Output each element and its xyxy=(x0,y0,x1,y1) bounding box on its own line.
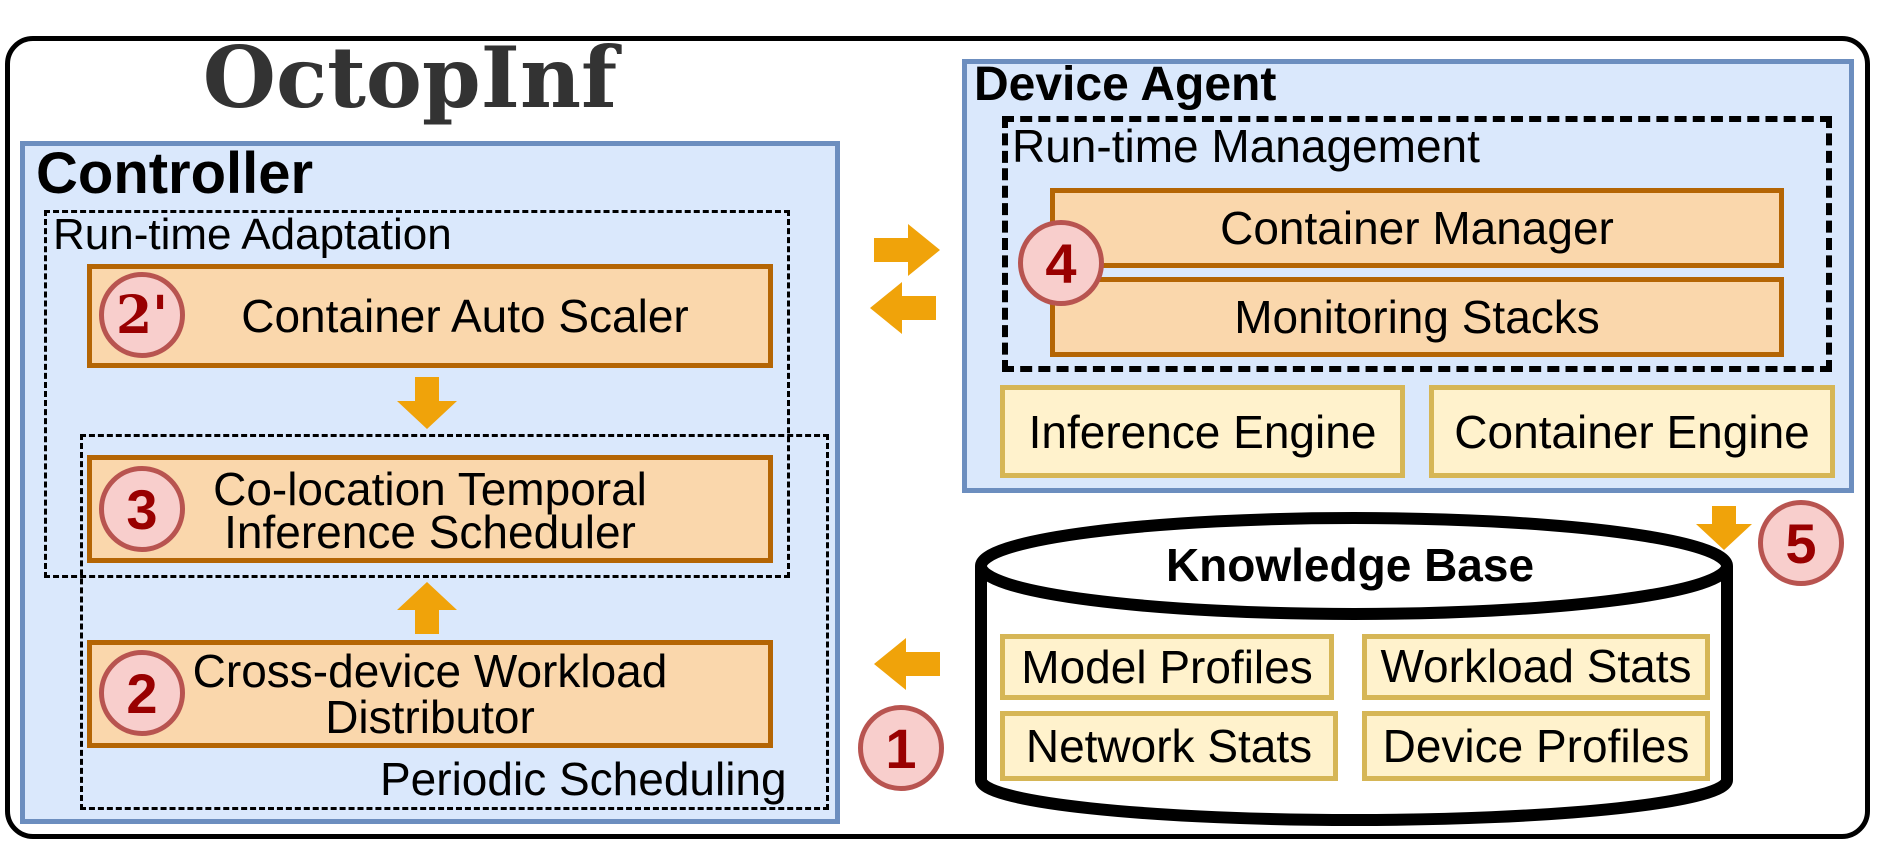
runtime-management-group xyxy=(1002,116,1832,372)
container-auto-scaler-label: Container Auto Scaler xyxy=(241,290,689,342)
step-5-badge: 5 xyxy=(1758,500,1844,586)
inference-engine-box: Inference Engine xyxy=(1000,385,1405,478)
inference-scheduler-line2: Inference Scheduler xyxy=(224,506,636,558)
step-4-badge: 4 xyxy=(1018,220,1104,306)
container-manager-label: Container Manager xyxy=(1220,202,1614,254)
step-2-prime-label: 2' xyxy=(115,284,169,346)
container-engine-label: Container Engine xyxy=(1454,405,1810,458)
periodic-scheduling-label: Periodic Scheduling xyxy=(380,753,787,805)
monitoring-stacks-label: Monitoring Stacks xyxy=(1234,291,1600,343)
device-profiles-box: Device Profiles xyxy=(1362,711,1710,781)
model-profiles-box: Model Profiles xyxy=(1000,634,1334,700)
runtime-management-label: Run-time Management xyxy=(1012,120,1480,172)
arrow-controller-to-agent xyxy=(874,224,940,276)
step-3-label: 3 xyxy=(126,477,158,541)
container-manager-box: Container Manager xyxy=(1050,188,1784,268)
network-stats-box: Network Stats xyxy=(1000,711,1338,781)
workload-distributor-box: Cross-device Workload Distributor xyxy=(87,640,773,748)
model-profiles-label: Model Profiles xyxy=(1021,641,1313,693)
inference-engine-label: Inference Engine xyxy=(1028,405,1377,458)
arrow-knowledge-base-to-controller xyxy=(874,638,940,690)
system-title: OctopInf xyxy=(202,28,618,127)
arrow-agent-to-controller xyxy=(870,282,936,334)
step-3-badge: 3 xyxy=(99,466,185,552)
network-stats-label: Network Stats xyxy=(1025,720,1313,772)
device-agent-title: Device Agent xyxy=(974,58,1277,111)
runtime-adaptation-label: Run-time Adaptation xyxy=(53,210,452,259)
monitoring-stacks-box: Monitoring Stacks xyxy=(1050,277,1784,357)
container-engine-box: Container Engine xyxy=(1429,385,1835,478)
workload-stats-label: Workload Stats xyxy=(1380,640,1692,692)
inference-scheduler-line1: Co-location Temporal xyxy=(213,463,647,515)
controller-title: Controller xyxy=(36,141,314,206)
step-4-label: 4 xyxy=(1045,231,1077,295)
step-1-label: 1 xyxy=(885,716,917,780)
workload-distributor-line1: Cross-device Workload xyxy=(192,645,668,697)
workload-distributor-line2: Distributor xyxy=(325,691,535,743)
periodic-scheduling-group xyxy=(80,434,829,810)
workload-stats-box: Workload Stats xyxy=(1362,634,1710,700)
arrow-agent-to-knowledge-base xyxy=(1696,506,1752,550)
runtime-adaptation-group xyxy=(44,210,790,578)
device-profiles-label: Device Profiles xyxy=(1382,720,1690,772)
system-frame xyxy=(5,36,1870,839)
step-2-badge: 2 xyxy=(99,650,185,736)
step-1-badge: 1 xyxy=(858,705,944,791)
step-2-label: 2 xyxy=(126,661,158,725)
step-2-prime-badge: 2' xyxy=(99,272,185,358)
knowledge-base-title: Knowledge Base xyxy=(1165,539,1535,591)
container-auto-scaler-box: Container Auto Scaler xyxy=(87,264,773,368)
arrow-distributor-to-scheduler xyxy=(397,582,457,634)
arrow-autoscaler-to-scheduler xyxy=(397,377,457,429)
step-5-label: 5 xyxy=(1785,511,1817,575)
inference-scheduler-box: Co-location Temporal Inference Scheduler xyxy=(87,455,773,563)
